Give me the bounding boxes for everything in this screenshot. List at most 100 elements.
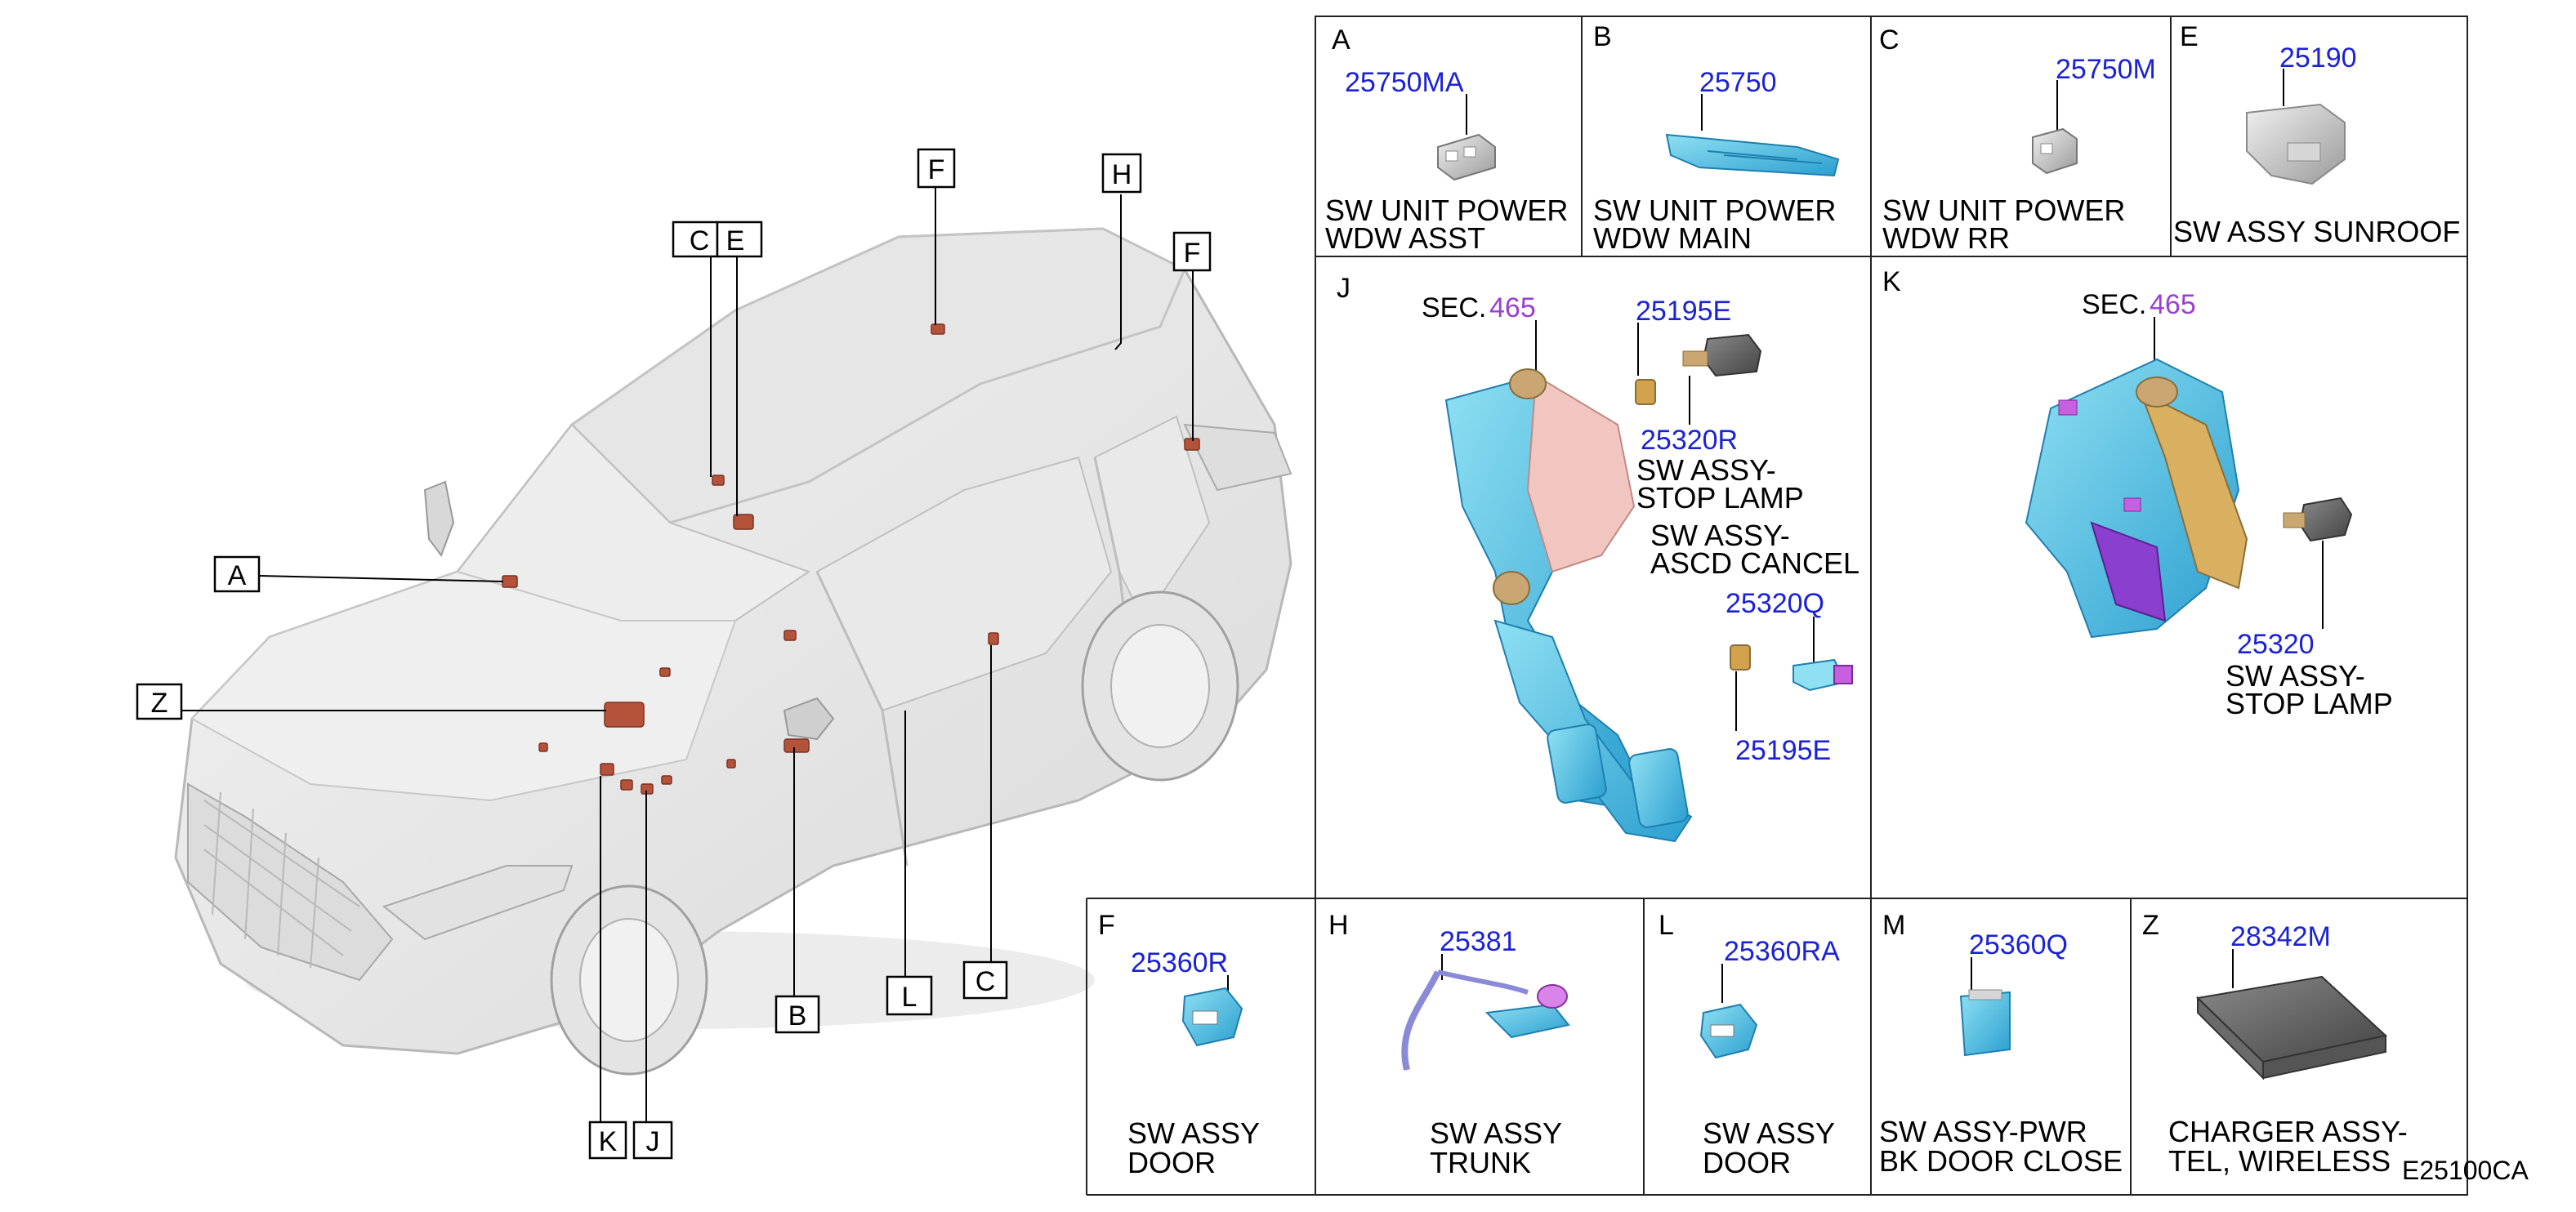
svg-text:DOOR: DOOR: [1703, 1146, 1791, 1179]
svg-text:TRUNK: TRUNK: [1430, 1146, 1531, 1179]
panel-L: L 25360RA SW ASSY DOOR: [1659, 910, 1840, 1179]
svg-text:Z: Z: [151, 688, 168, 719]
svg-text:B: B: [788, 1000, 807, 1032]
door-switch-icon-L: [1699, 1003, 1758, 1059]
svg-text:SW ASSY-: SW ASSY-: [2226, 659, 2365, 693]
panel-E: E 25190 SW ASSY SUNROOF: [2173, 21, 2460, 248]
svg-text:25360R: 25360R: [1131, 947, 1228, 978]
pedal-assembly-icon: [1444, 368, 1693, 843]
svg-text:25360RA: 25360RA: [1724, 936, 1840, 967]
svg-text:465: 465: [2150, 289, 2196, 320]
callout-A: A: [213, 555, 261, 593]
svg-text:SW ASSY SUNROOF: SW ASSY SUNROOF: [2173, 215, 2460, 248]
svg-text:SW ASSY-: SW ASSY-: [1650, 519, 1790, 552]
callout-leaders: [181, 186, 1194, 1122]
callout-C-bottom: C: [962, 960, 1008, 1000]
front-wheel: [550, 884, 708, 1076]
svg-text:M: M: [1882, 910, 1905, 941]
stop-lamp-switch-icon-K: [2283, 497, 2353, 542]
svg-text:K: K: [599, 1126, 618, 1157]
main-window-switch-icon: [1665, 133, 1840, 177]
svg-text:L: L: [902, 982, 917, 1013]
ascd-cancel-switch-icon: [1730, 644, 1853, 692]
callout-E: E: [716, 221, 763, 258]
svg-text:B: B: [1593, 21, 1612, 52]
back-door-close-switch-icon: [1959, 989, 2011, 1057]
svg-text:SEC.: SEC.: [1422, 292, 1486, 323]
panel-C: C 25750M SW UNIT POWER WDW RR: [1879, 25, 2156, 255]
diagram-code: E25100CA: [2402, 1156, 2529, 1185]
svg-text:SW ASSY: SW ASSY: [1703, 1116, 1835, 1150]
panel-M: M 25360Q SW ASSY-PWR BK DOOR CLOSE: [1879, 910, 2123, 1178]
svg-text:L: L: [1659, 910, 1674, 941]
panel-grid: [1086, 16, 2468, 1196]
svg-text:25195E: 25195E: [1735, 735, 1831, 766]
callout-J: J: [632, 1121, 673, 1160]
svg-text:STOP LAMP: STOP LAMP: [1636, 481, 1804, 515]
panel-H: H 25381 SW ASSY TRUNK: [1328, 910, 1570, 1179]
wireless-charger-icon: [2195, 975, 2388, 1081]
svg-text:BK DOOR CLOSE: BK DOOR CLOSE: [1879, 1144, 2123, 1178]
panel-A: A 25750MA SW UNIT POWER WDW ASST: [1325, 25, 1568, 255]
svg-text:25195E: 25195E: [1636, 296, 1731, 327]
callout-H: H: [1101, 153, 1142, 194]
svg-text:K: K: [1882, 266, 1901, 297]
panel-K: K SEC. 465 25320 SW ASSY- STOP LAMP: [1882, 266, 2393, 720]
svg-text:F: F: [1184, 238, 1201, 269]
callout-B: B: [775, 995, 820, 1034]
svg-text:A: A: [1332, 25, 1351, 56]
callout-F-right: F: [1172, 231, 1212, 272]
panel-F: F 25360R SW ASSY DOOR: [1098, 910, 1260, 1179]
svg-text:SW ASSY-PWR: SW ASSY-PWR: [1879, 1115, 2087, 1148]
svg-text:E: E: [2180, 21, 2199, 52]
svg-text:SW UNIT POWER: SW UNIT POWER: [1882, 194, 2125, 227]
panel-B: B 25750 SW UNIT POWER WDW MAIN: [1593, 21, 1840, 255]
svg-text:25320R: 25320R: [1641, 425, 1738, 456]
svg-text:F: F: [1098, 910, 1115, 941]
door-switch-icon-F: [1181, 987, 1243, 1047]
svg-text:DOOR: DOOR: [1127, 1146, 1216, 1179]
panel-Z: Z 28342M CHARGER ASSY- TEL, WIRELESS: [2142, 910, 2408, 1178]
callout-F-top: F: [917, 148, 956, 189]
callout-L: L: [886, 975, 933, 1016]
svg-text:SW ASSY: SW ASSY: [1127, 1116, 1260, 1150]
svg-text:STOP LAMP: STOP LAMP: [2226, 687, 2393, 720]
svg-text:J: J: [1337, 273, 1351, 304]
stop-lamp-switch-icon-J: [1635, 333, 1762, 405]
callout-K: K: [588, 1121, 627, 1160]
panel-J: J SEC. 465 25195E 25320R SW ASSY- STOP L…: [1337, 273, 1859, 843]
svg-text:25360Q: 25360Q: [1969, 929, 2068, 960]
pedal-bracket-icon-K: [2025, 358, 2248, 639]
part-location-markers: [502, 323, 1200, 795]
trunk-switch-icon: [1401, 969, 1570, 1071]
svg-text:WDW RR: WDW RR: [1882, 221, 2010, 255]
svg-text:TEL, WIRELESS: TEL, WIRELESS: [2168, 1144, 2391, 1178]
svg-text:SW ASSY: SW ASSY: [1430, 1116, 1562, 1150]
svg-text:SEC.: SEC.: [2082, 289, 2146, 320]
svg-text:F: F: [928, 154, 945, 185]
vehicle-illustration: [174, 227, 1292, 1076]
svg-text:WDW MAIN: WDW MAIN: [1593, 221, 1752, 255]
svg-text:H: H: [1112, 159, 1132, 190]
svg-text:ASCD CANCEL: ASCD CANCEL: [1650, 546, 1859, 580]
rear-wheel: [1081, 590, 1239, 782]
svg-text:25320Q: 25320Q: [1726, 588, 1824, 619]
switch-unit-icon: [1437, 133, 1496, 181]
svg-text:C: C: [975, 966, 996, 997]
svg-text:A: A: [228, 560, 247, 591]
svg-text:WDW ASST: WDW ASST: [1325, 221, 1485, 255]
svg-text:25381: 25381: [1440, 926, 1517, 957]
svg-text:28342M: 28342M: [2230, 921, 2331, 952]
svg-text:CHARGER ASSY-: CHARGER ASSY-: [2168, 1115, 2408, 1148]
svg-text:SW UNIT POWER: SW UNIT POWER: [1593, 194, 1836, 227]
callout-boxes: F H F C E A Z B L C K J: [136, 148, 1212, 1160]
svg-text:465: 465: [1489, 292, 1536, 323]
svg-text:25750: 25750: [1699, 67, 1777, 98]
svg-text:25750M: 25750M: [2056, 54, 2156, 85]
svg-text:H: H: [1328, 910, 1349, 941]
svg-text:25320: 25320: [2237, 629, 2315, 660]
svg-text:Z: Z: [2142, 910, 2159, 941]
sunroof-switch-icon: [2246, 103, 2346, 185]
svg-text:C: C: [1879, 25, 1900, 56]
svg-text:SW UNIT POWER: SW UNIT POWER: [1325, 194, 1568, 227]
